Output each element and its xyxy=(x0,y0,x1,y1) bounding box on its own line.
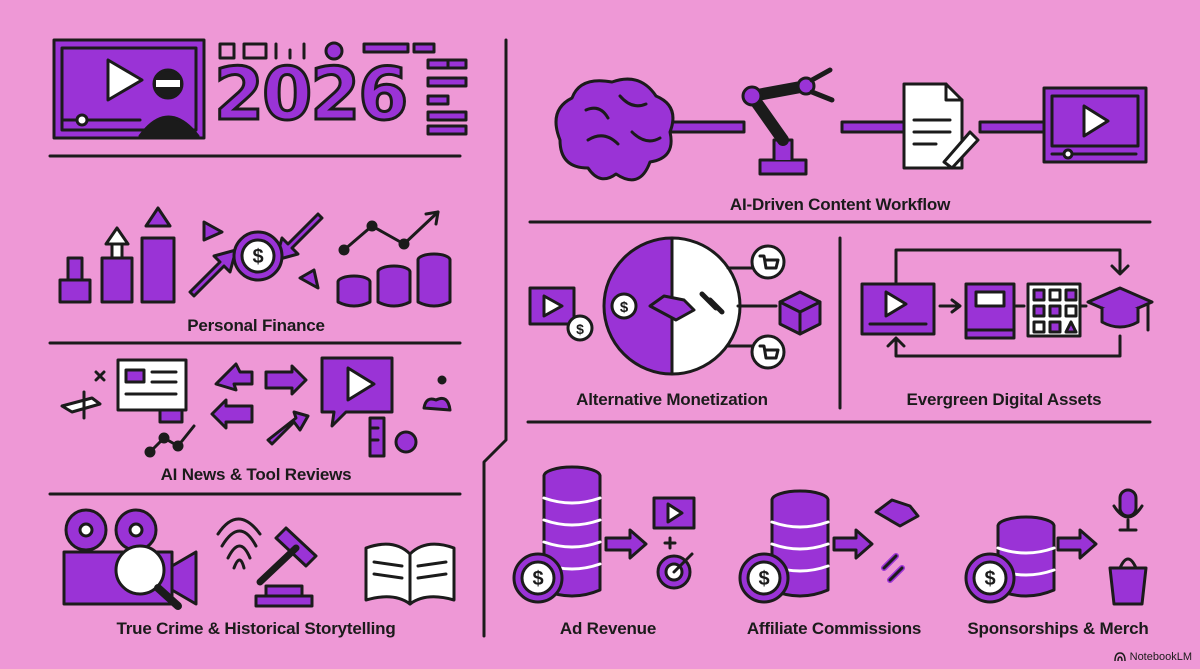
open-book-icon xyxy=(364,542,456,606)
workflow-connector xyxy=(662,120,1048,134)
notebooklm-watermark: NotebookLM xyxy=(1113,651,1192,663)
notebooklm-logo-icon xyxy=(1113,652,1126,662)
personal-finance-label: Personal Finance xyxy=(187,316,325,335)
svg-text:$: $ xyxy=(758,568,769,590)
dashboard-widgets-icon xyxy=(218,41,344,61)
brand-name: NotebookLM xyxy=(1129,651,1192,663)
fingerprint-icon xyxy=(216,517,262,570)
affiliate-stack-icon: $ xyxy=(738,489,920,604)
svg-text:$: $ xyxy=(620,299,629,316)
trend-coins-icon xyxy=(336,210,452,308)
ebook-icon xyxy=(964,282,1016,340)
package-box-icon xyxy=(778,290,822,336)
divider-lines xyxy=(48,38,1152,638)
cycle-arrows-icon xyxy=(210,362,310,446)
year-heading: 2026 xyxy=(212,52,409,136)
true-crime-label: True Crime & Historical Storytelling xyxy=(116,619,396,638)
brain-icon xyxy=(554,77,675,182)
table-grid-icon xyxy=(362,42,468,136)
sponsorship-stack-icon: $ xyxy=(964,488,1148,606)
affiliate-commissions-label: Affiliate Commissions xyxy=(746,619,922,638)
video-dollar-icon: $ xyxy=(528,286,594,342)
template-grid-icon xyxy=(1026,282,1082,338)
video-output-icon xyxy=(1042,86,1148,164)
sponsorships-merch-label: Sponsorships & Merch xyxy=(967,619,1149,638)
evergreen-flow-arrows xyxy=(886,248,1130,358)
gavel-icon xyxy=(254,526,318,608)
alternative-monetization-label: Alternative Monetization xyxy=(576,390,768,409)
workflow-label: AI-Driven Content Workflow xyxy=(729,195,951,214)
masked-person-icon xyxy=(138,68,200,138)
finance-bars-arrows-icon xyxy=(58,206,176,304)
svg-text:$: $ xyxy=(532,568,543,590)
monetization-circle: $ xyxy=(532,236,778,376)
video-bubble-icon xyxy=(320,356,452,458)
svg-text:$: $ xyxy=(984,568,995,590)
dollar-arrows-icon: $ xyxy=(188,212,324,298)
magnifying-glass-icon xyxy=(114,544,182,610)
svg-text:$: $ xyxy=(252,246,263,268)
ad-revenue-stack-icon: $ xyxy=(512,465,696,604)
cart-icons xyxy=(750,244,786,370)
svg-text:$: $ xyxy=(576,321,584,337)
graduation-cap-icon xyxy=(1086,286,1154,332)
ai-news-label: AI News & Tool Reviews xyxy=(160,465,352,484)
evergreen-video-icon xyxy=(860,282,936,336)
document-edit-icon xyxy=(902,82,980,170)
evergreen-assets-label: Evergreen Digital Assets xyxy=(906,390,1102,409)
robotic-arm-icon xyxy=(741,67,835,176)
ad-revenue-label: Ad Revenue xyxy=(559,619,657,638)
news-cards-icon xyxy=(60,358,196,458)
